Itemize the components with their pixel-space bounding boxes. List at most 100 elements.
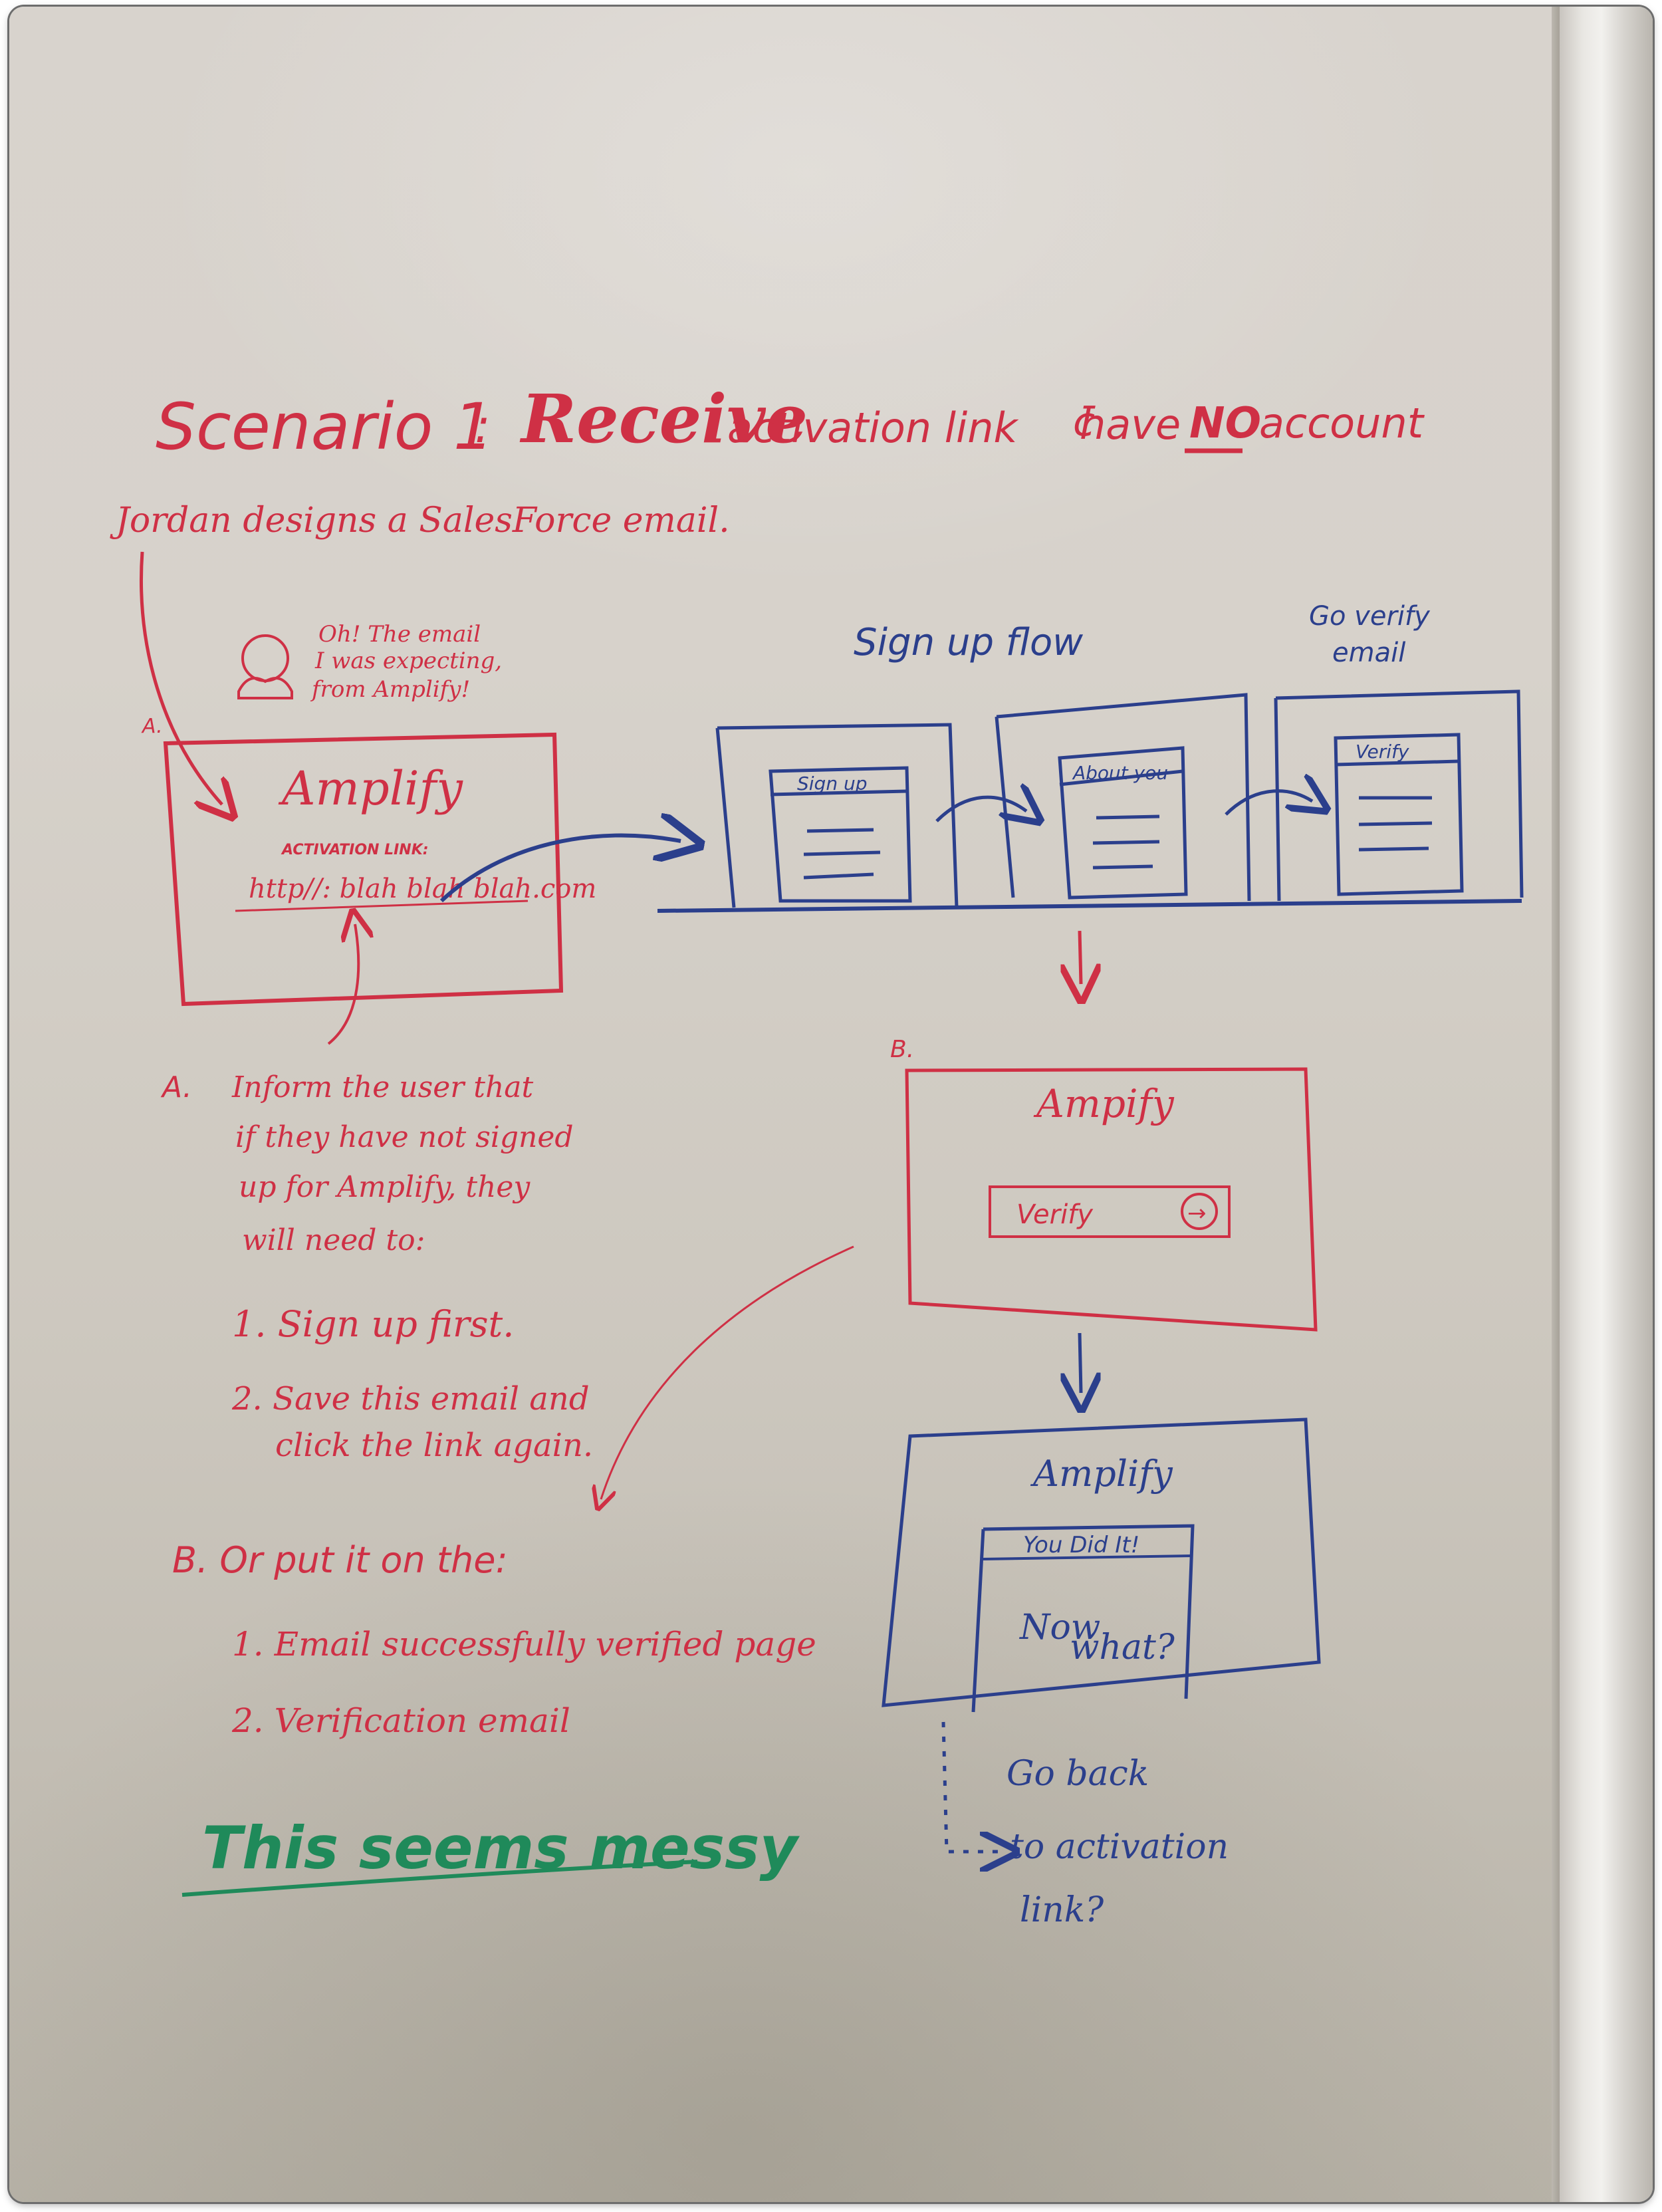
thought-line-1: Oh! The email [318, 621, 481, 648]
title-no: NO [1189, 399, 1261, 448]
screen-b-marker: B. [890, 1036, 914, 1063]
screen-2-line-2 [1092, 840, 1160, 845]
inform-arrow [327, 924, 358, 1045]
go-back-note: Go back to activation link? [1007, 1754, 1229, 1930]
verify-button-label: Verify [1016, 1199, 1094, 1230]
email-a-link: http//: blah blah blah.com [249, 874, 596, 904]
screen-done-frame [882, 1417, 1321, 1707]
screen-b-frame [905, 1067, 1318, 1332]
go-back-dotted-arrow [941, 1721, 1000, 1852]
verify-button[interactable] [989, 1185, 1231, 1238]
screen-1-label: Sign up [797, 773, 868, 795]
notes-a-line-4: will need to: [242, 1223, 425, 1257]
go-back-line-3: link? [1020, 1890, 1104, 1930]
flow-screen-signup [715, 723, 959, 908]
comment: This seems messy [202, 1814, 800, 1882]
notes-b-item-2: 2. Verification email [231, 1701, 570, 1740]
screen-2-frame [995, 693, 1251, 902]
screen-2-divider [1059, 769, 1183, 787]
screen-3-panel [1334, 733, 1464, 896]
screen-3-divider [1335, 759, 1459, 767]
thought-line-2: I was expecting, [314, 648, 502, 674]
flow-screen-verify [1274, 689, 1524, 902]
screen-3-label: Verify [1356, 741, 1409, 763]
flow-screen-about [995, 693, 1251, 902]
screen-done-brand: Amplify [1030, 1453, 1173, 1495]
title-with: c̄ [1073, 399, 1096, 445]
email-a-marker: A. [141, 715, 163, 738]
title-prefix: Scenario 1 [156, 390, 494, 464]
user-body-icon [237, 677, 293, 699]
comment-underline [181, 1860, 698, 1897]
screen-done-divider [983, 1554, 1193, 1560]
notes-b-item-1: 1. Email successfully verified page [232, 1625, 816, 1663]
email-a-brand: Amplify [278, 761, 463, 816]
notes-b: B. Or put it on the: 1. Email successful… [172, 1539, 816, 1740]
screen-1-divider [770, 789, 907, 797]
screen-1-panel [769, 766, 912, 903]
subtitle-arrow [140, 551, 223, 804]
verify-heading-2: email [1332, 638, 1405, 668]
arrow-right-glyph: → [1187, 1200, 1207, 1227]
verify-heading-1: Go verify [1309, 601, 1431, 632]
screen-3-frame [1274, 689, 1524, 902]
down-arrow-to-done [1080, 1332, 1081, 1393]
connector-1-2 [935, 797, 1026, 821]
screen-2-line-1 [1096, 814, 1160, 820]
go-back-line-1: Go back [1007, 1754, 1149, 1794]
screen-3-line-3 [1358, 846, 1429, 852]
notes-a-step-1: 1. Sign up first. [232, 1303, 514, 1345]
title-have: have [1080, 400, 1181, 449]
email-a-frame [163, 732, 564, 1007]
email-a-activation-label: ACTIVATION LINK: [281, 842, 429, 858]
title-account: account [1259, 399, 1425, 447]
screen-b: B. Ampify Verify → [890, 1036, 1318, 1332]
screen-done-body-1: Now [1018, 1608, 1100, 1648]
user-figure [237, 634, 293, 699]
thought-text: Oh! The email I was expecting, from Ampl… [310, 621, 502, 703]
down-arrow-to-b [1080, 930, 1081, 984]
signup-flow-heading: Sign up flow [854, 621, 1083, 664]
screen-2-panel [1058, 746, 1188, 900]
screen-1-frame [715, 723, 959, 908]
title-activation: activation link [727, 404, 1019, 452]
notes-a-line-1: Inform the user that [231, 1070, 534, 1104]
screen-2-line-3 [1092, 864, 1153, 870]
connector-2-3 [1225, 791, 1312, 814]
email-mockup-a: A. Amplify ACTIVATION LINK: http//: blah… [141, 715, 596, 1045]
screen-done-banner: You Did It! [1023, 1532, 1139, 1558]
user-face-icon [241, 634, 289, 682]
notes-a-line-3: up for Amplify, they [239, 1170, 531, 1204]
screen-1-line-3 [803, 872, 874, 880]
thought-line-3: from Amplify! [310, 676, 470, 703]
screen-b-brand: Ampify [1033, 1081, 1175, 1126]
notes-b-heading: B. Or put it on the: [172, 1539, 508, 1581]
screen-done-panel [971, 1524, 1195, 1713]
notes-a-marker: A. [160, 1070, 192, 1104]
whiteboard-drawing: Scenario 1 : Receive activation link c̄ … [110, 380, 1524, 1930]
email-a-link-underline [235, 900, 529, 912]
screen-1-line-1 [806, 828, 874, 833]
notes-a-step-2b: click the link again. [275, 1427, 593, 1464]
screen-done-body-2: what? [1070, 1628, 1175, 1667]
board-frame [1560, 7, 1653, 2202]
notes-a: A. Inform the user that if they have not… [160, 1070, 593, 1464]
notes-a-line-2: if they have not signed [235, 1120, 574, 1154]
lighting-gradient [9, 7, 1558, 2202]
title-receive: Receive [519, 380, 808, 458]
signup-flow: Sign up flow Go verify email Sign up [657, 601, 1524, 913]
scenario-title: Scenario 1 : Receive activation link c̄ … [156, 380, 1425, 464]
screen-done: Amplify You Did It! Now what? [882, 1417, 1321, 1713]
board-frame-edge [1552, 7, 1560, 2202]
whiteboard-photo: Scenario 1 : Receive activation link c̄ … [9, 7, 1653, 2202]
flow-baseline [657, 899, 1522, 913]
arrow-right-icon [1181, 1193, 1218, 1230]
go-back-line-2: to activation [1010, 1827, 1229, 1867]
link-to-signup-arrow [439, 835, 681, 903]
title-colon: : [475, 399, 491, 453]
notes-a-step-2a: 2. Save this email and [231, 1380, 590, 1417]
b-to-notes-arrow [601, 1245, 854, 1499]
screen-2-label: About you [1072, 762, 1168, 784]
screen-3-line-2 [1358, 821, 1433, 826]
screen-1-line-2 [803, 850, 881, 856]
